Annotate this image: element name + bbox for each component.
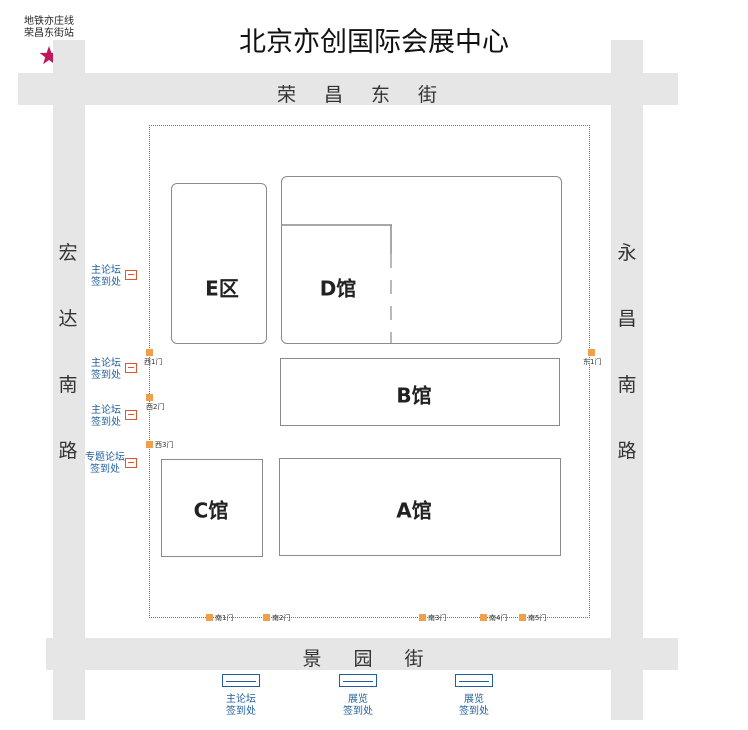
gate-label-south5: 南5门 [528,614,547,622]
road-char: 街 [404,648,424,670]
road-label-east: 永 昌 南 路 [615,220,639,484]
hall-b[interactable] [280,358,560,426]
hall-d-outline [281,176,562,344]
south-desk-label: 展览 签到处 [333,694,383,718]
gate-marker-south5[interactable] [519,614,526,621]
gate-marker-south3[interactable] [419,614,426,621]
road-west [53,40,85,720]
desk-line: 签到处 [343,706,373,717]
gate-label-west3: 西3门 [155,441,174,449]
registration-desk-icon[interactable] [125,363,137,373]
gate-marker-west2[interactable] [146,394,153,401]
road-north [18,73,678,105]
metro-station-text: 荣昌东街站 [24,28,74,39]
road-char: 路 [617,440,637,462]
gate-marker-west3[interactable] [146,441,153,448]
road-char: 南 [58,374,78,396]
west-desk-label: 主论坛 签到处 [87,265,125,289]
road-char: 永 [617,242,637,264]
desk-line: 签到处 [226,706,256,717]
registration-desk-icon[interactable] [222,674,260,687]
hall-c[interactable] [161,459,263,557]
registration-desk-icon[interactable] [125,458,137,468]
gate-label-west2: 西2门 [146,403,165,411]
road-char: 昌 [617,308,637,330]
gate-marker-west1[interactable] [146,349,153,356]
hall-d-inner-wall [282,224,392,344]
road-label-west: 宏 达 南 路 [56,220,80,484]
road-char: 达 [58,308,78,330]
road-label-south: 景园街 [0,644,726,671]
road-char: 景 [302,648,322,670]
road-south [46,638,678,670]
road-east [611,40,643,720]
desk-line: 签到处 [91,277,121,288]
gate-label-south2: 南2门 [272,614,291,622]
hall-e-label: E区 [205,276,239,301]
gate-label-west1: 西1门 [144,358,163,366]
registration-desk-icon[interactable] [125,410,137,420]
metro-line-text: 地铁亦庄线 [24,16,74,27]
hall-a[interactable] [279,458,561,556]
road-char: 南 [617,374,637,396]
venue-boundary [149,125,590,618]
gate-marker-south1[interactable] [206,614,213,621]
desk-line: 展览 [464,694,484,705]
road-char: 昌 [323,84,343,106]
gate-label-south4: 南4门 [489,614,508,622]
desk-line: 签到处 [459,706,489,717]
desk-line: 签到处 [91,417,121,428]
road-char: 宏 [58,242,78,264]
road-char: 荣 [276,84,296,106]
road-char: 路 [58,440,78,462]
hall-c-label: C馆 [193,498,229,523]
west-desk-label: 专题论坛 签到处 [81,452,129,476]
hall-b-label: B馆 [396,383,432,408]
gate-label-south3: 南3门 [428,614,447,622]
south-desk-label: 展览 签到处 [449,694,499,718]
desk-line: 主论坛 [91,405,121,416]
gate-label-east1: 东1门 [583,358,602,366]
registration-desk-icon[interactable] [125,270,137,280]
registration-desk-icon[interactable] [455,674,493,687]
desk-line: 签到处 [90,464,120,475]
map-title: 北京亦创国际会展中心 [239,27,509,58]
desk-line: 主论坛 [91,265,121,276]
desk-line: 主论坛 [226,694,256,705]
road-char: 东 [371,84,391,106]
road-char: 园 [353,648,373,670]
hall-e[interactable] [171,183,267,344]
registration-desk-icon[interactable] [339,674,377,687]
gate-marker-east1[interactable] [588,349,595,356]
road-char: 街 [418,84,438,106]
road-label-north: 荣昌东街 [0,80,714,107]
gate-label-south1: 南1门 [215,614,234,622]
desk-line: 主论坛 [91,358,121,369]
metro-station-label: 地铁亦庄线 荣昌东街站 [14,16,84,40]
south-desk-label: 主论坛 签到处 [216,694,266,718]
hall-d-label: D馆 [319,276,357,301]
desk-line: 专题论坛 [85,452,125,463]
hall-a-label: A馆 [396,498,432,523]
desk-line: 签到处 [91,370,121,381]
star-icon [39,46,59,65]
gate-marker-south2[interactable] [263,614,270,621]
west-desk-label: 主论坛 签到处 [87,405,125,429]
west-desk-label: 主论坛 签到处 [87,358,125,382]
gate-marker-south4[interactable] [480,614,487,621]
desk-line: 展览 [348,694,368,705]
